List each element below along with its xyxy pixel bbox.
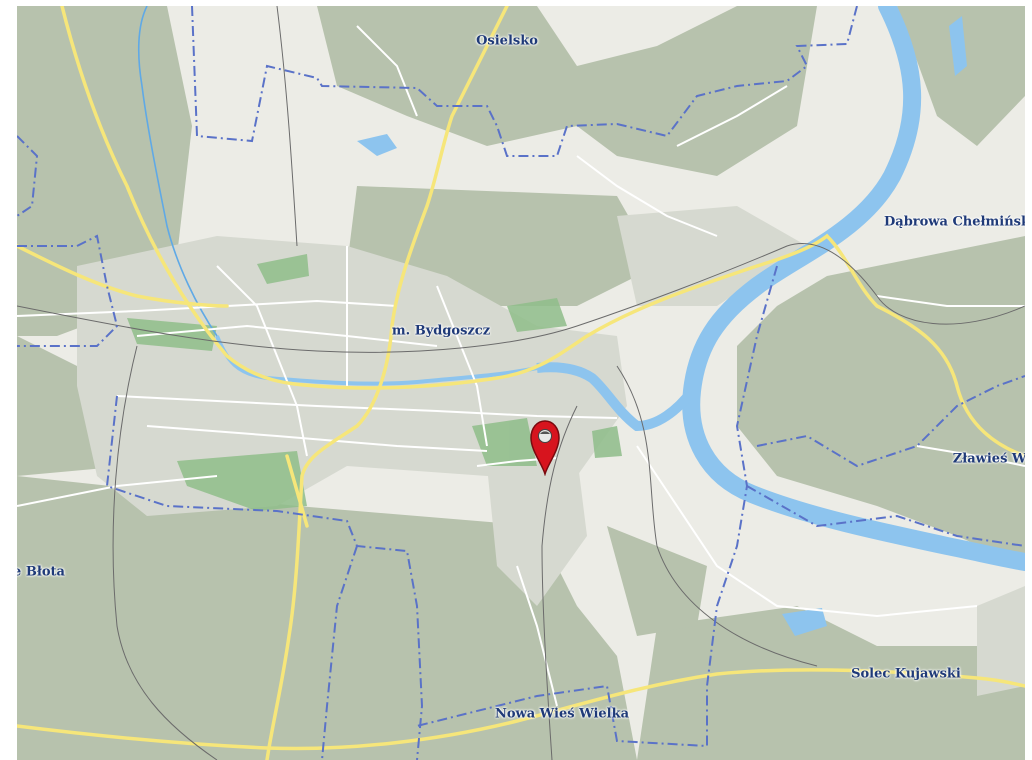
railway-lines — [17, 6, 1025, 760]
forest-area — [637, 606, 1025, 760]
railway — [276, 6, 298, 247]
forest-area — [897, 6, 1025, 146]
minor-road — [916, 445, 1025, 467]
minor-road — [576, 155, 718, 237]
place-label-solec-kujawski[interactable]: Solec Kujawski — [851, 666, 961, 682]
vistula-river — [682, 6, 1025, 571]
main-road — [60, 6, 1025, 458]
main-road — [17, 244, 229, 308]
lake — [949, 16, 967, 76]
place-label-biale-blota[interactable]: e Błota — [17, 564, 65, 580]
minor-road — [636, 445, 978, 618]
forest-area — [737, 236, 1025, 566]
minor-road — [216, 265, 308, 457]
minor-road — [356, 25, 418, 117]
map-pin-icon[interactable] — [525, 416, 565, 477]
forest-area — [17, 476, 637, 760]
forest-area — [607, 526, 707, 636]
main-road — [265, 6, 509, 760]
main-road — [285, 454, 309, 528]
minor-road — [516, 565, 558, 707]
forest-area — [317, 6, 817, 176]
park-areas — [127, 254, 622, 511]
admin-boundary — [105, 395, 424, 760]
place-label-zlawies-wielka[interactable]: Zławieś Wi — [952, 451, 1025, 467]
lake — [782, 608, 827, 636]
admin-boundary — [416, 265, 778, 748]
admin-boundary — [17, 135, 39, 217]
marker-dot-shade — [540, 431, 550, 434]
railway — [112, 345, 218, 760]
park-area — [507, 298, 567, 332]
place-label-osielsko[interactable]: Osielsko — [476, 33, 538, 49]
river-mouth — [536, 362, 696, 432]
park-area — [472, 418, 537, 466]
admin-boundary — [17, 234, 119, 347]
railway — [541, 405, 578, 760]
railway — [616, 365, 818, 667]
place-label-bydgoszcz[interactable]: m. Bydgoszcz — [391, 323, 491, 339]
marker-body — [530, 420, 560, 477]
admin-boundary — [746, 485, 1025, 547]
park-area — [177, 451, 307, 511]
minor-road — [116, 395, 618, 419]
park-area — [592, 426, 622, 458]
urban-area — [977, 586, 1025, 696]
admin-boundaries — [17, 6, 1025, 760]
urban-area — [617, 206, 807, 306]
lake — [357, 134, 397, 156]
map-canvas[interactable] — [17, 6, 1025, 760]
park-area — [257, 254, 309, 284]
place-label-dabrowa-chelminska[interactable]: Dąbrowa Chełmińsk — [884, 214, 1025, 230]
map-frame[interactable]: Osielsko m. Bydgoszcz Dąbrowa Chełmińsk … — [17, 6, 1025, 760]
minor-road — [676, 85, 788, 147]
place-label-nowa-wies-wielka[interactable]: Nowa Wieś Wielka — [494, 706, 630, 722]
urban-area — [487, 456, 587, 606]
water-features — [137, 6, 1025, 636]
main-road — [17, 668, 1025, 751]
major-roads — [17, 6, 1025, 760]
brda-river — [215, 335, 538, 386]
admin-boundary — [191, 6, 858, 157]
brda-tributary — [137, 6, 218, 337]
minor-road — [876, 295, 1025, 307]
marker-shape — [530, 420, 560, 477]
railway — [17, 242, 1025, 353]
minor-road — [436, 285, 488, 447]
minor-road — [17, 475, 218, 507]
